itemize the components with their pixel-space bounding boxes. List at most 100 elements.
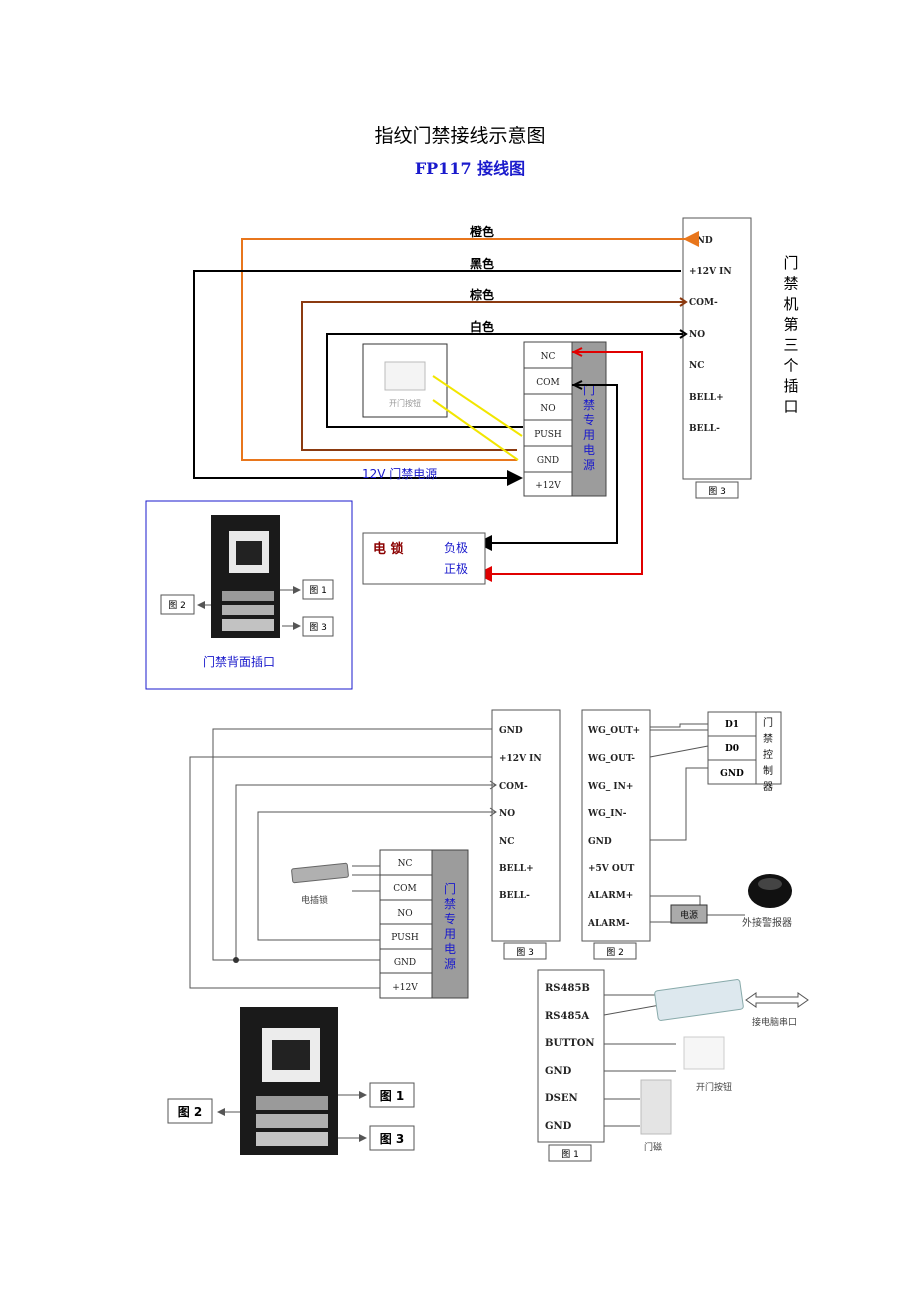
- bottom-back-label-1: 图 1: [380, 1089, 405, 1103]
- connector1-box: [537, 969, 605, 1143]
- top-psu-pin: GND: [537, 456, 559, 466]
- top-back-label-1: 图 1: [309, 585, 327, 596]
- top-back-photo: [211, 515, 280, 638]
- wire-orange: [241, 231, 699, 461]
- wire-lock-neg: [476, 384, 618, 551]
- top-psu-label-char: 禁: [583, 398, 595, 412]
- top-connector3-pin: BELL-: [689, 424, 720, 434]
- bottom-button-icon: [683, 1036, 725, 1070]
- controller-label-char: 器: [763, 781, 773, 793]
- bottom-psu-label-char: 禁: [444, 897, 456, 911]
- bottom-connector3-box: [491, 709, 561, 942]
- connector1-caption: 图 1: [561, 1149, 579, 1160]
- bottom-connector3-pin: BELL+: [499, 864, 534, 874]
- bottom-psu-pin: COM: [393, 884, 416, 894]
- wire-nc-head: [571, 347, 583, 357]
- top-connector3-caption: 图 3: [708, 486, 726, 497]
- lock-box: [362, 532, 486, 585]
- connector2-pin: WG_ IN+: [587, 782, 633, 792]
- wire-label-brown: 棕色: [469, 287, 494, 302]
- bottom-connector3-caption: 图 3: [516, 947, 534, 958]
- bottom-psu-label-char: 电: [444, 942, 456, 956]
- wire-gnd: [650, 767, 708, 841]
- pc-serial-label: 接电脑串口: [752, 1016, 797, 1028]
- serial-adapter-icon: [654, 979, 744, 1021]
- bottom-connector3-pin: NO: [499, 809, 515, 819]
- top-connector3-pin: GND: [689, 236, 713, 246]
- bottom-back-label-3: 图 3: [380, 1132, 405, 1146]
- controller-pin: D0: [725, 744, 739, 754]
- top-psu-pin: NC: [541, 352, 556, 362]
- top-psu-label-char: 用: [583, 428, 595, 442]
- connector2-pin: GND: [588, 837, 612, 847]
- top-back-label-2: 图 2: [168, 600, 186, 611]
- wire-brown: [301, 301, 685, 451]
- wire-label-orange: 橙色: [470, 224, 494, 239]
- connector1-pin: RS485B: [545, 983, 590, 994]
- lock-label: 电 锁: [373, 541, 404, 557]
- controller-box: [707, 711, 782, 785]
- bottom-psu: [379, 849, 469, 999]
- alarm-label: 外接警报器: [742, 916, 792, 929]
- top-button-icon: [384, 361, 426, 391]
- connector1-pin: BUTTON: [545, 1038, 595, 1049]
- bottom-wire-no: [257, 811, 496, 941]
- bottom-psu-label-char: 用: [444, 927, 456, 941]
- top-psu: [523, 341, 607, 497]
- connector2-pin: ALARM+: [587, 891, 633, 901]
- bottom-connector3-pin: NC: [499, 837, 514, 847]
- top-connector3-pins: GND +12V IN COM- NO NC BELL+ BELL-: [689, 236, 732, 434]
- wire-white-head: [679, 329, 688, 339]
- wire-d0: [649, 745, 709, 758]
- top-connector3-pin: +12V IN: [689, 267, 732, 277]
- bottom-connector3-pin: GND: [499, 726, 523, 736]
- bottom-psu-pin: NO: [397, 909, 412, 919]
- wire-com-head: [571, 380, 583, 390]
- connector2-pin: ALARM-: [587, 919, 630, 929]
- controller-pin: D1: [725, 720, 739, 730]
- top-psu-label-char: 电: [583, 443, 595, 457]
- controller-pin: GND: [720, 769, 744, 779]
- top-psu-label-char: 专: [583, 412, 595, 427]
- lock-neg-label: 负极: [444, 541, 468, 555]
- bottom-back-photo: [240, 1007, 338, 1155]
- bolt-lock-label: 电插锁: [301, 894, 328, 906]
- top-connector3-pin: NO: [689, 330, 705, 340]
- bolt-lock-icon: [291, 862, 349, 884]
- wire-black: [193, 270, 681, 486]
- bottom-connector3-pin: +12V IN: [499, 754, 542, 764]
- connector2-pin: WG_OUT+: [587, 726, 640, 736]
- wire-label-black: 黑色: [470, 256, 494, 271]
- lock-pos-label: 正极: [444, 562, 468, 576]
- wire-brown-head: [679, 297, 688, 307]
- wire-d1b: [650, 723, 708, 728]
- power-box: [670, 904, 708, 924]
- side-label-char: 禁: [783, 275, 798, 293]
- top-connector3-pin: BELL+: [689, 393, 724, 403]
- bottom-wire-12v: [189, 756, 492, 989]
- side-label-char: 机: [783, 295, 798, 313]
- top-connector3-pin: COM-: [689, 298, 718, 308]
- bottom-back-label-2: 图 2: [178, 1105, 203, 1119]
- bottom-psu-label-char: 源: [444, 957, 456, 971]
- controller-label-char: 禁: [763, 733, 773, 745]
- connector2-pin: +5V OUT: [588, 864, 635, 874]
- bottom-connector3-pin: COM-: [499, 782, 528, 792]
- side-label-char: 门: [783, 254, 798, 272]
- connector2-caption: 图 2: [606, 947, 624, 958]
- connector1-pin: RS485A: [545, 1011, 589, 1022]
- controller-label-char: 门: [763, 716, 773, 729]
- side-label-char: 三: [783, 336, 798, 354]
- bottom-psu-pin: +12V: [392, 983, 418, 993]
- top-psu-pin: +12V: [535, 481, 561, 491]
- power-box-label: 电源: [680, 909, 698, 921]
- wire-white: [326, 333, 683, 428]
- top-back-caption: 门禁背面插口: [203, 654, 275, 669]
- psu-supply-label: 12V 门禁电源: [362, 466, 437, 481]
- bottom-button-label: 开门按钮: [696, 1081, 732, 1093]
- bottom-wire-gnd: [212, 728, 492, 961]
- bottom-psu-pin: NC: [398, 859, 413, 869]
- door-sensor-icon: [640, 1079, 672, 1135]
